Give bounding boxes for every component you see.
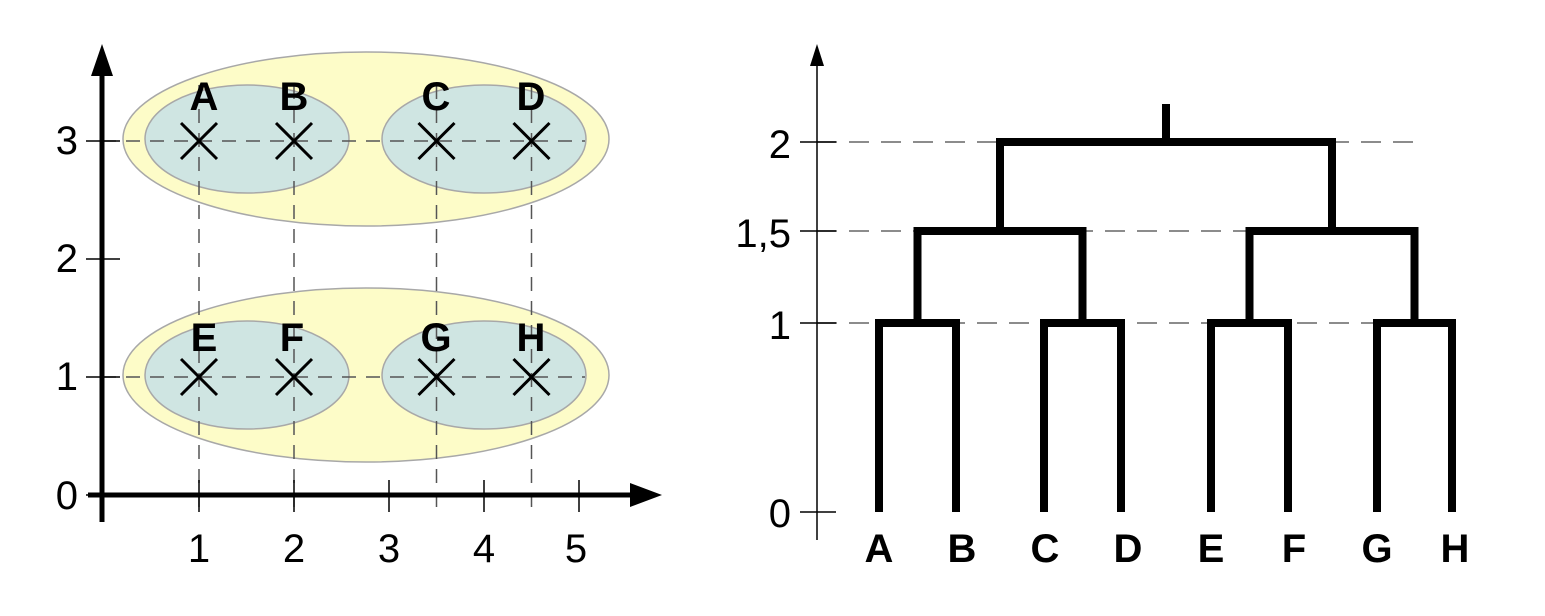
dendrogram-axis — [810, 44, 824, 540]
leaf-labels: A B C D E F G H — [865, 527, 1470, 571]
height-tick-label-1-5: 1,5 — [735, 212, 791, 256]
x-tick-label-2: 2 — [283, 527, 305, 571]
leaf-label-G: G — [1361, 527, 1392, 571]
marker-stroke — [417, 357, 456, 397]
leaf-label-H: H — [1441, 527, 1470, 571]
inner-cluster-GH — [381, 320, 587, 430]
height-tick-label-2: 2 — [769, 123, 791, 167]
height-tick-label-1: 1 — [769, 304, 791, 348]
scatter-ticks — [86, 140, 580, 512]
point-marker-C — [417, 121, 456, 161]
point-label-E: E — [191, 316, 218, 360]
point-marker-E — [179, 357, 219, 397]
y-tick-label-3: 3 — [56, 119, 78, 163]
merge-link-E-F — [1207, 319, 1292, 512]
marker-stroke — [512, 121, 551, 161]
height-ticks — [800, 141, 836, 513]
point-marker-A — [179, 121, 219, 161]
height-axis-arrow — [810, 44, 824, 66]
point-marker-H — [512, 357, 551, 397]
leaf-label-A: A — [865, 527, 894, 571]
point-marker-B — [274, 121, 314, 161]
leaf-label-D: D — [1114, 527, 1143, 571]
merge-link-G-H — [1373, 319, 1456, 512]
point-label-H: H — [517, 316, 546, 360]
y-tick-label-0: 0 — [56, 474, 78, 518]
y-axis-arrow — [91, 44, 113, 76]
guide-lines — [102, 85, 585, 512]
marker-stroke — [179, 121, 219, 161]
merge-link-A-B — [875, 319, 960, 512]
marker-stroke — [417, 121, 456, 161]
point-label-C: C — [422, 75, 451, 119]
point-label-A: A — [190, 75, 219, 119]
marker-stroke — [512, 357, 551, 397]
inner-cluster-AB — [144, 84, 350, 194]
merge-link-C-D — [1040, 319, 1125, 512]
dendrogram: 0 1 1,5 2 A B C D E F G H — [735, 44, 1469, 571]
merge-link-ABCD-EFGH — [996, 138, 1336, 231]
y-tick-label-2: 2 — [56, 237, 78, 281]
x-tick-label-1: 1 — [188, 527, 210, 571]
marker-stroke — [274, 357, 314, 397]
point-label-D: D — [517, 75, 546, 119]
x-axis-arrow — [630, 483, 662, 507]
y-tick-label-1: 1 — [56, 355, 78, 399]
point-label-G: G — [420, 316, 451, 360]
x-tick-label-4: 4 — [473, 527, 495, 571]
merge-link-EF-GH — [1245, 227, 1419, 323]
point-label-B: B — [280, 75, 309, 119]
leaf-label-B: B — [948, 527, 977, 571]
inner-cluster-CD — [381, 84, 587, 194]
point-marker-D — [512, 121, 551, 161]
leaf-label-F: F — [1282, 527, 1306, 571]
scatter-plot: 1 2 3 4 5 0 1 2 3 A B C D E F G H — [56, 44, 662, 571]
leaf-label-C: C — [1031, 527, 1060, 571]
point-label-F: F — [280, 316, 304, 360]
x-tick-label-5: 5 — [565, 527, 587, 571]
height-tick-label-0: 0 — [769, 492, 791, 536]
inner-clusters — [144, 84, 587, 430]
inner-cluster-EF — [144, 320, 350, 430]
scatter-points — [179, 121, 551, 397]
marker-stroke — [274, 121, 314, 161]
dendrogram-links — [875, 104, 1456, 512]
x-tick-label-3: 3 — [378, 527, 400, 571]
leaf-label-E: E — [1198, 527, 1225, 571]
point-marker-F — [274, 357, 314, 397]
point-marker-G — [417, 357, 456, 397]
marker-stroke — [179, 357, 219, 397]
scatter-axes — [88, 44, 662, 522]
merge-link-AB-CD — [913, 227, 1087, 323]
